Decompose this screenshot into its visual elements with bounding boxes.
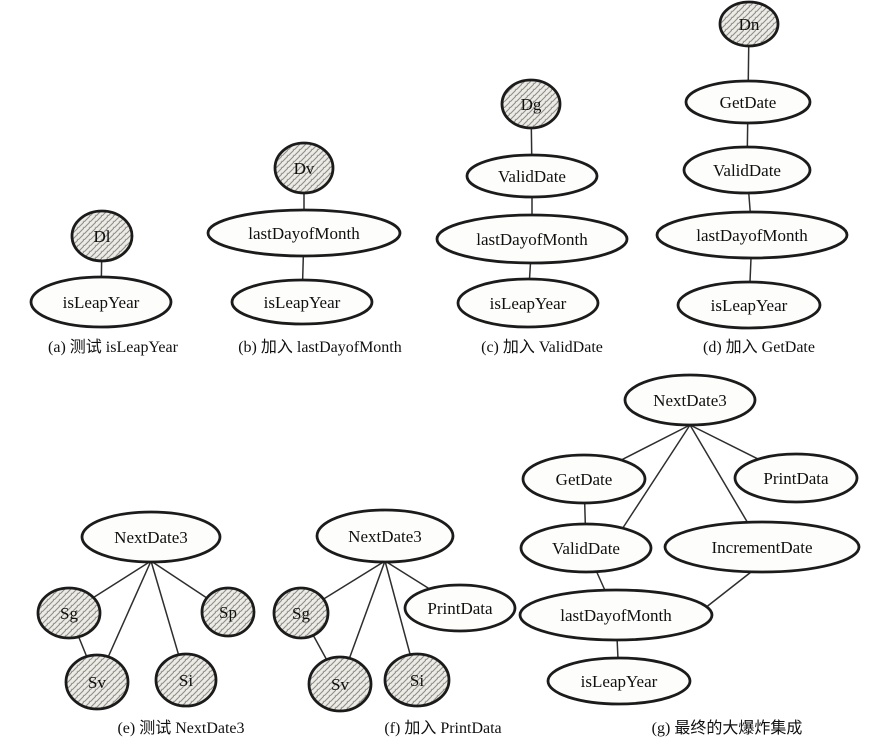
node-label-GetDate: GetDate xyxy=(720,93,777,112)
diagram-caption-g: (g) 最终的大爆炸集成 xyxy=(652,718,803,737)
node-label-PrintData: PrintData xyxy=(427,599,493,618)
node-label-NextDate3: NextDate3 xyxy=(114,528,188,547)
node-label-Sg: Sg xyxy=(292,604,310,623)
node-GetDate-module xyxy=(521,453,647,505)
node-isLeapYear-module xyxy=(230,278,374,326)
node-label-Sv: Sv xyxy=(88,673,106,692)
node-GetDate-module xyxy=(684,79,812,125)
node-isLeapYear-module xyxy=(676,280,822,330)
node-label-Dl: Dl xyxy=(94,227,111,246)
node-ValidDate-module xyxy=(682,145,812,195)
edge-line xyxy=(614,424,691,541)
node-label-Sp: Sp xyxy=(219,603,237,622)
node-label-IncrementDate: IncrementDate xyxy=(712,538,813,557)
node-PrintData-module xyxy=(733,452,859,504)
node-ValidDate-module xyxy=(519,522,653,574)
node-label-isLeapYear: isLeapYear xyxy=(63,293,140,312)
diagram-caption-d: (d) 加入 GetDate xyxy=(703,338,815,356)
node-label-Si: Si xyxy=(410,671,424,690)
node-Si-stub xyxy=(154,652,218,708)
node-Sp-stub xyxy=(200,586,256,638)
node-lastDayofMonth-module xyxy=(206,208,402,258)
node-isLeapYear-module xyxy=(456,277,600,329)
node-label-Sg: Sg xyxy=(60,604,78,623)
node-NextDate3-module xyxy=(315,508,455,564)
node-label-ValidDate: ValidDate xyxy=(498,167,566,186)
diagram-caption-e: (e) 测试 NextDate3 xyxy=(117,719,244,737)
node-label-Si: Si xyxy=(179,671,193,690)
node-NextDate3-module xyxy=(80,510,222,564)
node-ValidDate-module xyxy=(465,153,599,199)
node-lastDayofMonth-module xyxy=(435,213,629,265)
node-label-Dv: Dv xyxy=(294,159,315,178)
node-label-PrintData: PrintData xyxy=(763,469,829,488)
node-label-isLeapYear: isLeapYear xyxy=(711,296,788,315)
diagram-b: Dv lastDayofMonth isLeapYear (b) 加入 lastDay… xyxy=(206,141,402,356)
node-label-Dg: Dg xyxy=(521,95,542,114)
diagram-caption-b: (b) 加入 lastDayofMonth xyxy=(238,338,402,356)
node-label-lastDayofMonth: lastDayofMonth xyxy=(248,224,360,243)
node-lastDayofMonth-module xyxy=(655,210,849,260)
node-NextDate3-module xyxy=(623,373,757,427)
node-Dv-stub xyxy=(273,141,335,195)
node-Sv-stub xyxy=(307,655,373,713)
node-label-NextDate3: NextDate3 xyxy=(348,527,422,546)
node-lastDayofMonth-module xyxy=(518,588,714,642)
node-label-Dn: Dn xyxy=(739,15,760,34)
node-label-Sv: Sv xyxy=(331,675,349,694)
node-Dg-stub xyxy=(500,78,562,130)
node-label-GetDate: GetDate xyxy=(556,470,613,489)
node-Dn-stub xyxy=(718,0,780,48)
diagram-caption-a: (a) 测试 isLeapYear xyxy=(48,338,179,356)
diagram-caption-f: (f) 加入 PrintData xyxy=(384,719,501,737)
node-isLeapYear-module xyxy=(546,656,692,706)
node-IncrementDate-module xyxy=(663,520,861,574)
node-Si-stub xyxy=(383,652,451,708)
node-Sg-stub xyxy=(36,586,102,640)
node-label-lastDayofMonth: lastDayofMonth xyxy=(696,226,808,245)
node-label-isLeapYear: isLeapYear xyxy=(581,672,658,691)
node-label-isLeapYear: isLeapYear xyxy=(264,293,341,312)
node-PrintData-module xyxy=(403,583,517,633)
node-Sv-stub xyxy=(64,653,130,711)
node-label-ValidDate: ValidDate xyxy=(713,161,781,180)
node-label-NextDate3: NextDate3 xyxy=(653,391,727,410)
diagram-a: Dl isLeapYear (a) 测试 isLeapYear xyxy=(29,209,179,356)
node-label-ValidDate: ValidDate xyxy=(552,539,620,558)
node-label-lastDayofMonth: lastDayofMonth xyxy=(560,606,672,625)
node-Dl-stub xyxy=(70,209,134,263)
node-label-isLeapYear: isLeapYear xyxy=(490,294,567,313)
node-label-lastDayofMonth: lastDayofMonth xyxy=(476,230,588,249)
diagram-caption-c: (c) 加入 ValidDate xyxy=(481,338,603,356)
node-Sg-stub xyxy=(272,586,330,640)
node-isLeapYear-module xyxy=(29,275,173,329)
